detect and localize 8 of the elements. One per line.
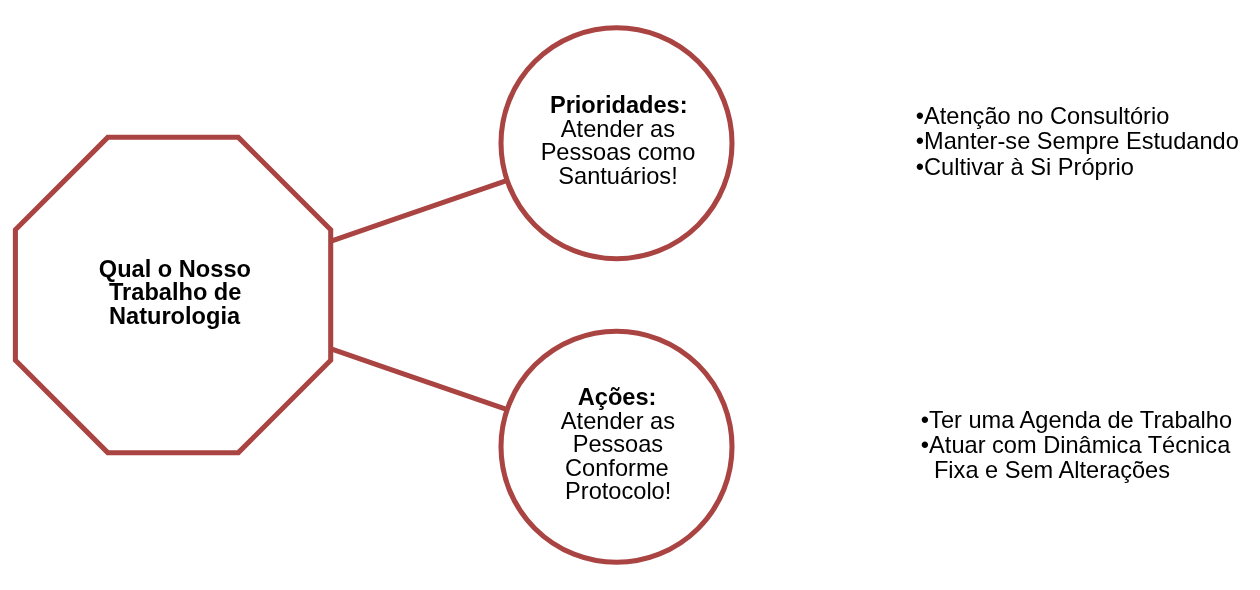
connector — [330, 178, 508, 244]
node-circle: Ações: Atender as Pessoas Conforme Protocolo! — [498, 328, 735, 565]
node-circle: Prioridades: Atender as Pessoas como Santuários! — [498, 25, 735, 262]
connector — [330, 346, 508, 412]
node-label: •Manter-se Sempre Estudando — [915, 128, 1239, 155]
node-label: •Cultivar à Si Próprio — [915, 153, 1134, 180]
node-label: •Atenção no Consultório — [915, 103, 1170, 130]
node-label: •Ter uma Agenda de Trabalho — [920, 406, 1233, 433]
